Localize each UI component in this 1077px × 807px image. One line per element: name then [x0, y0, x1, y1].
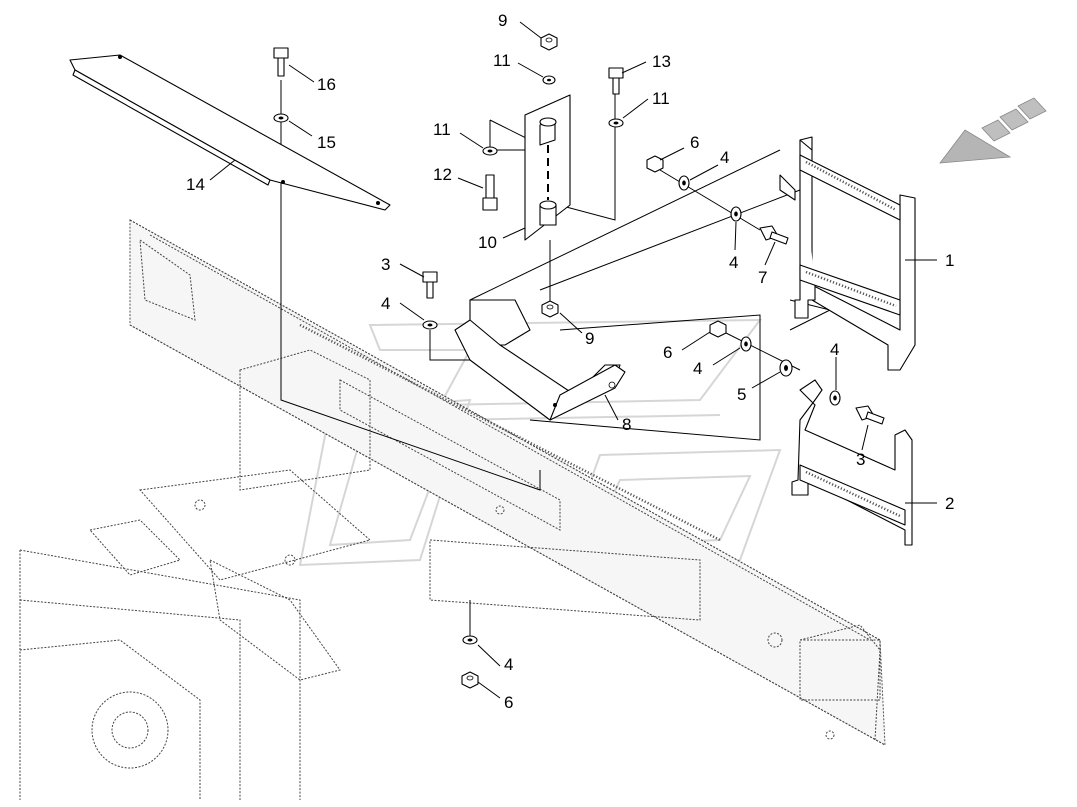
part-13-bolt — [608, 67, 624, 95]
callout-11-right: 11 — [652, 89, 670, 108]
callout-4-upper: 4 — [720, 148, 729, 167]
part-4-washer-upper-b — [730, 206, 742, 222]
callout-9-bottom: 9 — [585, 329, 594, 348]
part-4-washer-right — [829, 390, 841, 406]
callout-16: 16 — [317, 75, 336, 94]
part-6-nut-middle — [709, 320, 727, 338]
callout-4-middle: 4 — [693, 359, 702, 378]
part-11-washer-left — [482, 146, 498, 156]
callout-14: 14 — [186, 175, 205, 194]
callout-6-bottom: 6 — [504, 693, 513, 712]
callout-labels: 1 2 3 3 4 4 4 4 4 4 5 6 6 6 7 8 9 9 10 1… — [186, 11, 954, 712]
part-2-step — [791, 379, 913, 546]
callout-9-top: 9 — [498, 11, 507, 30]
callout-4-right: 4 — [830, 340, 839, 359]
callout-13: 13 — [652, 52, 671, 71]
part-9-nut-top — [540, 33, 558, 51]
view-direction-arrow-icon — [939, 97, 1047, 164]
callout-11-top: 11 — [493, 51, 511, 70]
part-9-nut-bottom — [541, 300, 559, 318]
callout-10: 10 — [478, 233, 497, 252]
callout-3-right: 3 — [856, 450, 865, 469]
callout-11-left: 11 — [433, 120, 451, 139]
part-11-washer-right — [608, 118, 624, 128]
part-7-bolt — [759, 225, 789, 245]
callout-6-upper: 6 — [690, 133, 699, 152]
part-14-cover-plate — [69, 54, 391, 211]
part-3-bolt-left — [422, 271, 438, 299]
part-4-washer-upper-a — [678, 175, 690, 191]
callout-4-upper-b: 4 — [729, 253, 738, 272]
part-6-nut-bottom — [461, 671, 479, 689]
part-4-washer-middle — [740, 336, 752, 352]
part-11-washer-top — [542, 75, 556, 85]
part-6-nut-upper — [646, 155, 664, 173]
callout-6-middle: 6 — [663, 343, 672, 362]
callout-15: 15 — [317, 133, 336, 152]
callout-4-left: 4 — [381, 294, 390, 313]
part-16-bolt — [273, 47, 289, 77]
part-4-washer-bottom — [462, 635, 478, 645]
part-3-bolt-right — [855, 405, 885, 425]
part-8-bracket — [454, 299, 626, 421]
part-1-step-ladder — [779, 136, 916, 371]
callout-4-bottom: 4 — [504, 655, 513, 674]
part-12-bolt — [482, 174, 498, 211]
chassis-frame — [19, 219, 886, 800]
leader-lines — [209, 21, 937, 699]
part-15-washer — [273, 113, 289, 123]
callout-12: 12 — [433, 165, 452, 184]
callout-1: 1 — [945, 251, 954, 270]
callout-7: 7 — [758, 268, 767, 287]
callout-2: 2 — [945, 494, 954, 513]
part-10-rubber-mount — [524, 94, 571, 241]
callout-5: 5 — [737, 385, 746, 404]
part-5-washer — [779, 359, 793, 377]
callout-8: 8 — [622, 415, 631, 434]
callout-3-left: 3 — [381, 255, 390, 274]
part-4-washer-left — [422, 320, 438, 330]
